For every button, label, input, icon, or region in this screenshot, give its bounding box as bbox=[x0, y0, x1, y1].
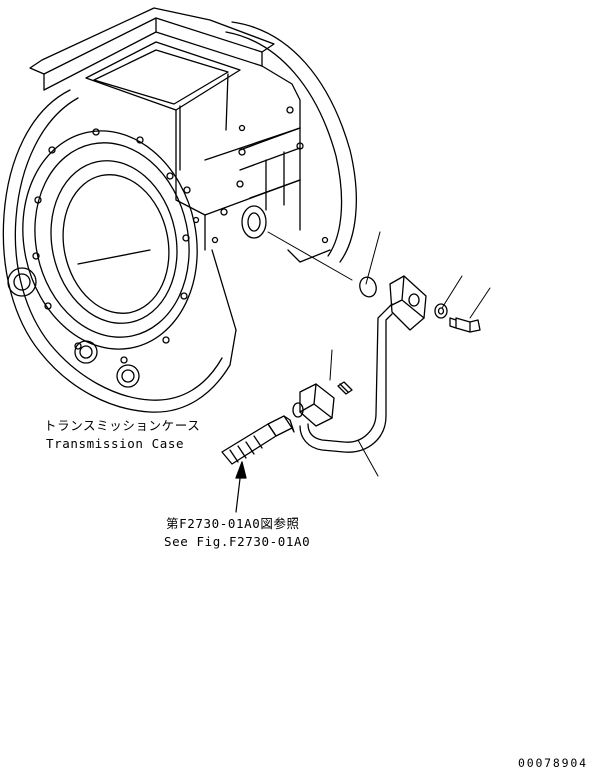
oil-tube bbox=[299, 303, 393, 453]
tube-flange bbox=[389, 275, 427, 331]
reference-arrow bbox=[235, 461, 247, 513]
plug-screw bbox=[337, 381, 353, 395]
see-figure-label-en: See Fig.F2730-01A0 bbox=[164, 534, 311, 549]
transmission-case-label-jp: トランスミッションケース bbox=[44, 418, 201, 433]
drawing-code: 00078904 bbox=[518, 756, 588, 770]
leader-lines bbox=[267, 231, 491, 477]
washer bbox=[434, 303, 448, 319]
transmission-case-label-en: Transmission Case bbox=[46, 436, 185, 451]
transmission-case bbox=[2, 7, 357, 413]
elbow-block bbox=[292, 383, 335, 427]
o-ring bbox=[359, 276, 377, 298]
hose-fitting bbox=[221, 415, 295, 465]
bolt bbox=[449, 317, 481, 333]
see-figure-label-jp: 第F2730-01A0図参照 bbox=[166, 516, 300, 531]
